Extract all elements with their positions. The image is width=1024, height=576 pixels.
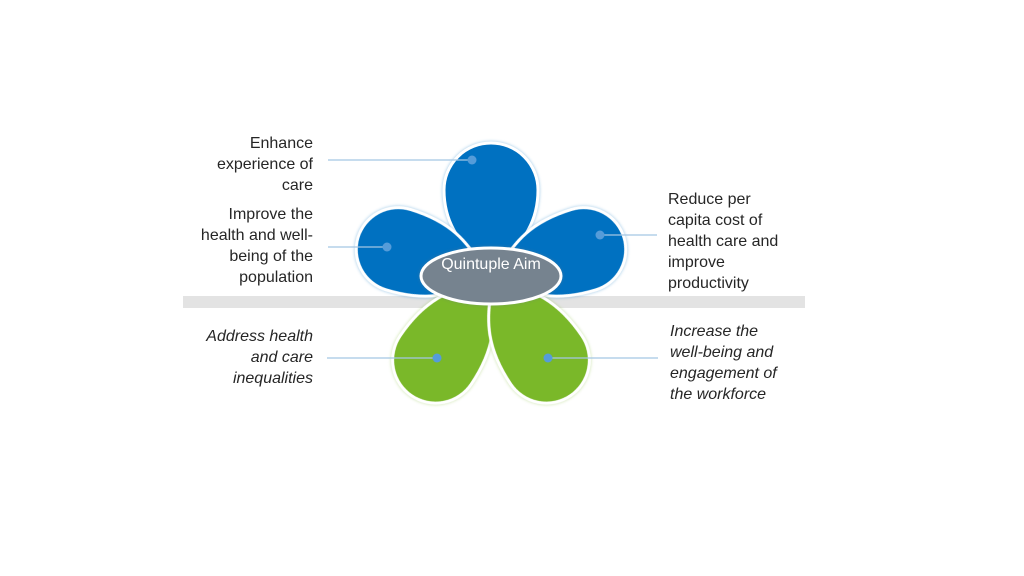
center-hub-label: Quintuple Aim — [441, 256, 541, 273]
connector-dot-address — [432, 353, 442, 363]
label-line: population — [239, 269, 313, 286]
label-line: health and well- — [200, 227, 313, 244]
label-enhance-experience: Enhance experience of care — [217, 133, 313, 196]
label-line: improve — [668, 254, 725, 271]
label-line: Enhance — [249, 135, 313, 152]
label-line: engagement of — [670, 365, 777, 382]
label-line: capita cost of — [668, 212, 763, 229]
label-reduce-cost: Reduce per capita cost of health care an… — [668, 189, 778, 294]
label-line: well-being and — [670, 344, 774, 361]
label-line: Reduce per — [668, 191, 751, 208]
connector-dot-increase — [543, 353, 553, 363]
label-line: inequalities — [232, 370, 313, 387]
label-increase-wellbeing: Increase the well-being and engagement o… — [670, 321, 777, 405]
label-line: Improve the — [228, 206, 313, 223]
connector-dot-improve — [382, 242, 392, 252]
center-hub-ellipse — [419, 246, 563, 306]
label-improve-health: Improve the health and well- being of th… — [201, 204, 313, 288]
label-line: care — [281, 177, 313, 194]
label-line: being of the — [229, 248, 313, 265]
label-line: Increase the — [670, 323, 759, 340]
connector-lines — [327, 159, 658, 359]
label-line: health care and — [668, 233, 779, 250]
label-line: experience of — [216, 156, 313, 173]
petal-increase-wellbeing — [487, 275, 591, 405]
connector-dot-reduce — [595, 230, 605, 240]
label-line: Address health — [206, 328, 313, 345]
connector-dots — [382, 155, 605, 363]
label-line: and care — [250, 349, 313, 366]
connector-dot-enhance — [467, 155, 477, 165]
label-line: productivity — [668, 275, 749, 292]
label-address-inequalities: Address health and care inequalities — [206, 326, 313, 389]
petal-address-inequalities — [391, 275, 495, 405]
label-line: the workforce — [670, 386, 767, 403]
